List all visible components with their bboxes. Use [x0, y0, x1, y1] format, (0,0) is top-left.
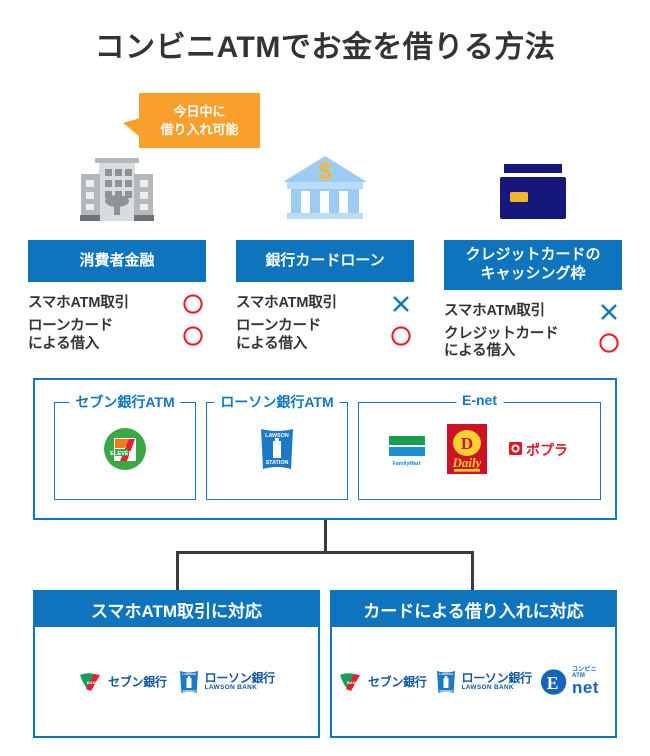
svg-text:LAWSON: LAWSON [182, 672, 196, 676]
feature-text: クレジットカード による借入 [444, 325, 559, 360]
circle-mark-icon [180, 293, 206, 315]
lawson-station-logo: LAWSON STATION [255, 425, 299, 478]
feature-list: スマホATM取引 ローンカード による借入 [236, 293, 414, 353]
enet-logo: E コンビニATM net [539, 667, 609, 697]
callout-line1: 今日中に [173, 103, 226, 119]
category-label: 銀行カードローン [236, 240, 414, 282]
svg-text:STATION: STATION [182, 689, 196, 693]
office-building-icon [28, 148, 206, 226]
familymart-label: FamilyMart [392, 461, 421, 467]
svg-text:STATION: STATION [439, 689, 453, 693]
seven-bank-label: セブン銀行 [368, 674, 427, 689]
seven-bank-logo: BANK セブン銀行 [78, 672, 167, 692]
panel-body: BANK セブン銀行 LAWSON STATION ローソ [332, 627, 615, 736]
category-columns: 消費者金融 スマホATM取引 ローンカード による借入 [0, 148, 650, 363]
feature-row: クレジットカード による借入 [444, 326, 622, 361]
svg-text:E: E [547, 672, 559, 692]
atm-group-legend: セブン銀行ATM [69, 392, 181, 412]
connector-horizontal [176, 551, 473, 554]
panel-heading: カードによる借り入れに対応 [332, 592, 615, 627]
callout-line2: 借り入れ可能 [160, 121, 239, 137]
credit-card-icon [444, 148, 622, 226]
feature-list: スマホATM取引 ローンカード による借入 [28, 293, 206, 353]
feature-text: ローンカード による借入 [236, 318, 322, 352]
page-title: コンビニATMでお金を借りる方法 [94, 31, 556, 64]
svg-text:ELEVEN: ELEVEN [110, 450, 132, 456]
lawson-bank-sublabel: LAWSON BANK [461, 683, 514, 691]
poplar-logo: ポプラ [508, 439, 571, 464]
circle-mark-icon [180, 325, 206, 347]
panel-heading: スマホATM取引に対応 [35, 592, 318, 627]
svg-text:ポプラ: ポプラ [526, 442, 568, 458]
category-label: 消費者金融 [28, 240, 206, 282]
category-column-consumer-finance: 消費者金融 スマホATM取引 ローンカード による借入 [28, 148, 206, 356]
seven-bank-logo: BANK セブン銀行 [338, 672, 427, 692]
feature-list: スマホATM取引 クレジットカード による借入 [444, 301, 622, 361]
atm-group-lawson-bank: ローソン銀行ATM LAWSON STATION [206, 392, 348, 500]
bank-icon: $ [236, 148, 414, 226]
lawson-bank-logo: LAWSON STATION ローソン銀行 LAWSON BANK [177, 669, 275, 695]
circle-mark-icon [596, 332, 622, 354]
feature-row: スマホATM取引 [28, 293, 206, 315]
svg-text:BANK: BANK [347, 680, 359, 685]
enet-sublabel: コンビニATM [571, 667, 597, 679]
panel-body: BANK セブン銀行 LAWSON STATION ローソ [35, 627, 318, 736]
familymart-logo: FamilyMart [388, 435, 425, 467]
svg-text:$: $ [318, 158, 332, 185]
callout-badge: 今日中に 借り入れ可能 [139, 93, 260, 148]
cross-mark-icon [388, 293, 414, 315]
callout-tail-icon [123, 118, 140, 137]
cross-mark-icon [596, 301, 622, 323]
lawson-bank-label: ローソン銀行 [461, 670, 533, 685]
seven-bank-label: セブン銀行 [108, 674, 167, 689]
enet-label: net [571, 678, 599, 697]
panel-smartphone-atm: スマホATM取引に対応 BANK セブン銀行 [33, 590, 320, 738]
feature-text: スマホATM取引 [236, 295, 337, 312]
seven-eleven-logo: ELEVEN [102, 426, 148, 477]
circle-mark-icon [388, 325, 414, 347]
feature-row: スマホATM取引 [236, 293, 414, 315]
feature-text: スマホATM取引 [28, 295, 129, 312]
feature-text: ローンカード による借入 [28, 318, 114, 352]
svg-text:LAWSON: LAWSON [265, 433, 289, 439]
connector-vertical-right [471, 551, 474, 591]
lawson-bank-sublabel: LAWSON BANK [204, 683, 258, 691]
feature-row: ローンカード による借入 [28, 318, 206, 353]
svg-text:Daily: Daily [451, 455, 481, 470]
atm-group-brands: FamilyMart D Daily [359, 403, 600, 499]
svg-text:LAWSON: LAWSON [439, 672, 453, 676]
daily-yamazaki-logo: D Daily [446, 423, 487, 479]
feature-text: スマホATM取引 [444, 302, 545, 319]
connector-vertical-top [324, 520, 327, 552]
atm-group-legend: ローソン銀行ATM [214, 392, 340, 412]
atm-group-seven-bank: セブン銀行ATM ELEVEN [54, 392, 196, 500]
svg-text:STATION: STATION [266, 460, 289, 466]
feature-row: ローンカード による借入 [236, 318, 414, 353]
atm-network-box: セブン銀行ATM ELEVEN ローソン銀行ATM [33, 378, 617, 520]
category-column-bank-card-loan: $ 銀行カードローン スマホATM取引 ローンカード による借入 [236, 148, 414, 356]
connector-vertical-left [176, 551, 179, 591]
panel-card-borrowing: カードによる借り入れに対応 BANK セブン銀行 [330, 590, 617, 738]
atm-group-enet: E-net FamilyMart D Daily [358, 392, 601, 500]
atm-group-brands: LAWSON STATION [207, 403, 347, 499]
category-label: クレジットカードの キャッシング枠 [444, 240, 622, 290]
atm-group-brands: ELEVEN [55, 403, 195, 499]
bottom-panels: スマホATM取引に対応 BANK セブン銀行 [33, 590, 617, 738]
feature-row: スマホATM取引 [444, 301, 622, 323]
svg-text:BANK: BANK [87, 680, 99, 685]
svg-text:D: D [460, 434, 472, 453]
category-column-credit-card-cashing: クレジットカードの キャッシング枠 スマホATM取引 クレジットカード による借… [444, 148, 622, 364]
lawson-bank-logo: LAWSON STATION ローソン銀行 LAWSON BANK [434, 669, 532, 695]
lawson-bank-label: ローソン銀行 [204, 670, 276, 685]
atm-group-legend: E-net [456, 392, 503, 408]
